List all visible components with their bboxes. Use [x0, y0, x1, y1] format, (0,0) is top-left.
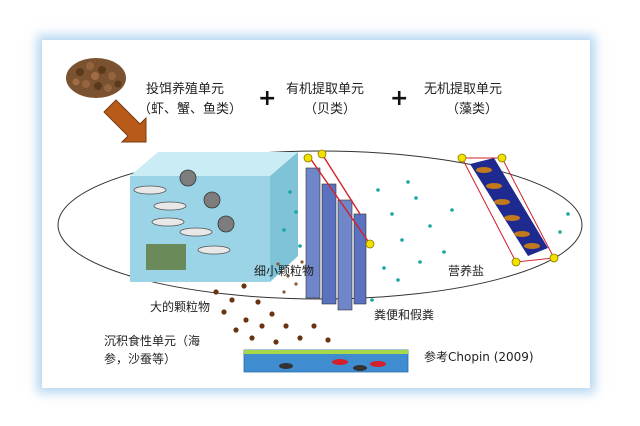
- deposit-unit-line1: 沉积食性单元（海: [104, 334, 201, 348]
- nutrient-dots: [282, 180, 570, 302]
- reference-text: 参考Chopin (2009): [424, 350, 534, 364]
- fed-unit-sub: （虾、蟹、鱼类）: [138, 102, 243, 117]
- sediment-bed: [243, 349, 409, 373]
- fine-particles-label: 细小颗粒物: [254, 264, 315, 278]
- nutrients-label: 营养盐: [448, 264, 485, 278]
- organic-unit-title: 有机提取单元: [286, 82, 365, 97]
- algae-ladder: [457, 153, 559, 267]
- inorganic-unit-sub: （藻类）: [446, 102, 499, 117]
- organic-unit-sub: （贝类）: [304, 102, 357, 117]
- inorganic-unit-title: 无机提取单元: [424, 82, 503, 97]
- fine-particle-dots: [276, 260, 304, 294]
- crab-icons: [179, 169, 235, 233]
- fish-icons: [133, 185, 231, 255]
- feces-label: 粪便和假粪: [374, 308, 435, 322]
- feed-arrow-icon: [103, 99, 147, 143]
- feed-pellets-icon: [66, 58, 126, 98]
- shellfish-ladder: [305, 153, 371, 311]
- deposit-unit-line2: 参，沙蚕等）: [104, 352, 177, 366]
- large-particles-label: 大的颗粒物: [150, 300, 211, 314]
- plus-sign-2: +: [390, 86, 409, 111]
- large-particle-dots: [213, 283, 331, 345]
- plus-sign-1: +: [258, 86, 277, 111]
- fed-unit-title: 投饵养殖单元: [146, 82, 225, 97]
- shellfish-nodes: [303, 149, 375, 249]
